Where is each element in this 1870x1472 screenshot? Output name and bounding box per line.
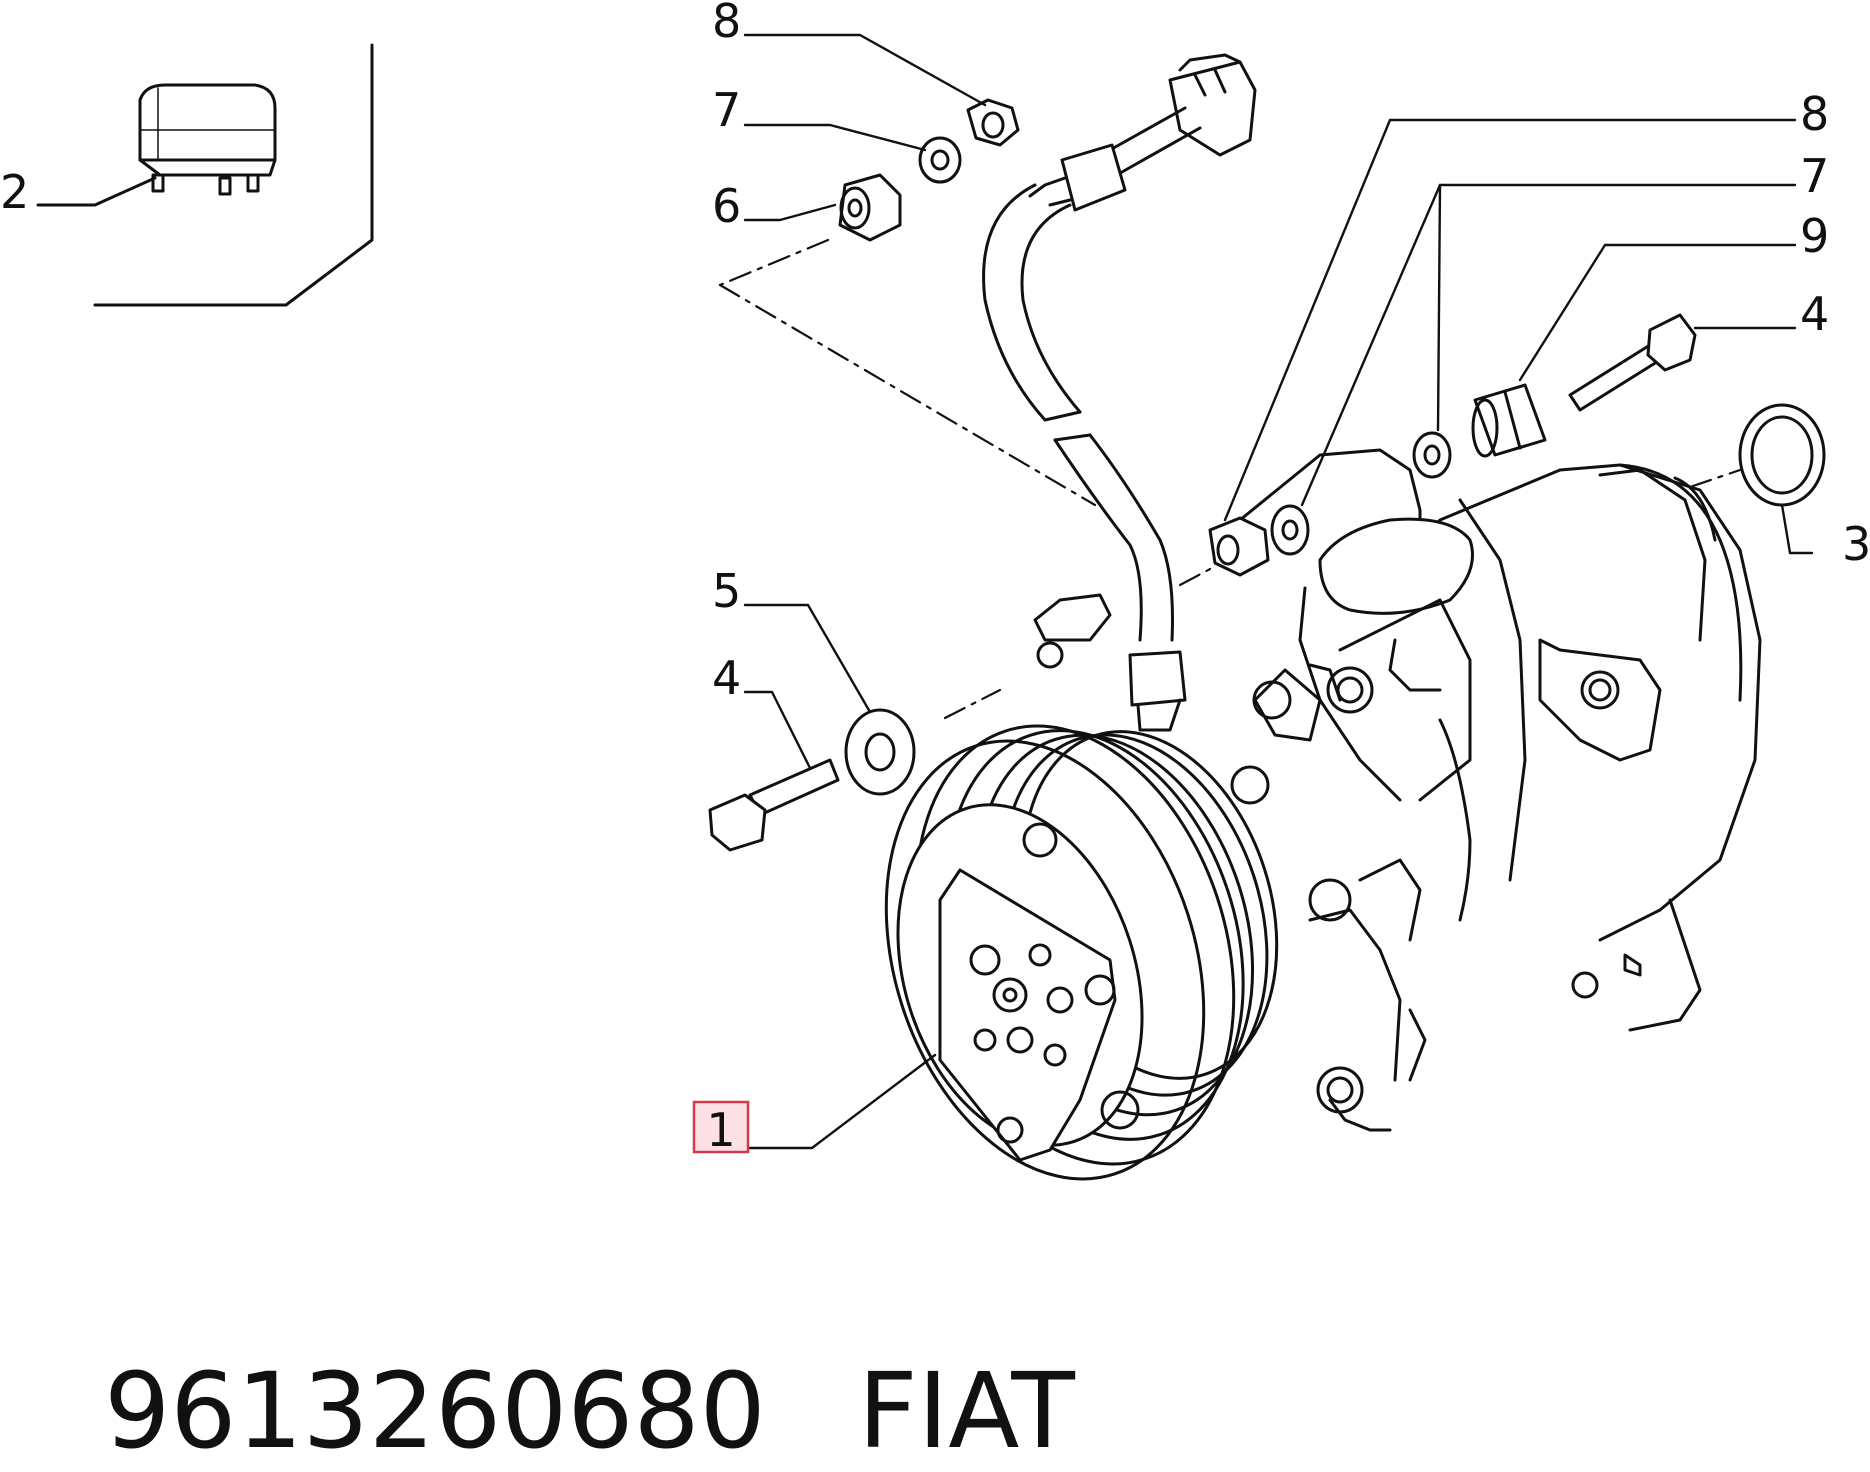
callout-9: 9 xyxy=(1800,209,1829,263)
callout-labels: 8 7 6 2 8 7 9 4 3 5 4 1 xyxy=(0,0,1870,1157)
leader-lines xyxy=(743,33,1814,1150)
relay-part xyxy=(36,43,374,307)
brand-name: FIAT xyxy=(857,1350,1075,1472)
callout-7-top: 7 xyxy=(712,83,741,137)
callout-8-top: 8 xyxy=(712,0,741,48)
callout-1[interactable]: 1 xyxy=(706,1103,735,1157)
callout-4-left: 4 xyxy=(712,651,741,705)
callout-8-right: 8 xyxy=(1800,87,1829,141)
small-parts xyxy=(708,98,1826,852)
part-number: 9613260680 xyxy=(104,1350,766,1472)
callout-7-right: 7 xyxy=(1800,149,1829,203)
callout-5: 5 xyxy=(712,564,741,618)
assembly-lines xyxy=(718,238,1742,720)
callout-2: 2 xyxy=(0,165,29,219)
callout-6: 6 xyxy=(712,179,741,233)
compressor-body xyxy=(1033,448,1762,1132)
refrigerant-pipe xyxy=(982,53,1257,732)
clutch-pulley xyxy=(884,724,1279,1181)
callout-4-right: 4 xyxy=(1800,287,1829,341)
callout-3: 3 xyxy=(1842,517,1870,571)
exploded-parts-diagram: 8 7 6 2 8 7 9 4 3 5 4 1 xyxy=(0,0,1870,1181)
callout-1-highlight[interactable] xyxy=(692,1100,750,1154)
